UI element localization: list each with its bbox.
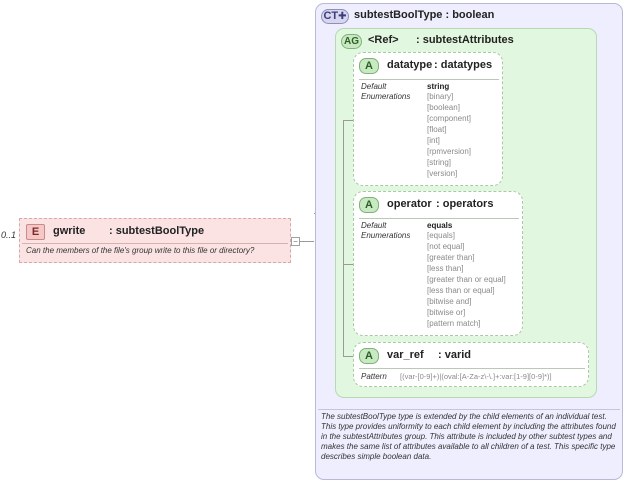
enumeration-item: [less than] xyxy=(427,264,464,273)
enumeration-item: [bitwise or] xyxy=(427,308,466,317)
attribute-badge: A xyxy=(359,58,379,74)
default-value: equals xyxy=(427,221,453,230)
enumeration-item: [string] xyxy=(427,158,452,167)
attribute-type: : datatypes xyxy=(434,59,493,71)
attribute-name: operator xyxy=(387,198,432,210)
collapse-toggle[interactable]: − xyxy=(291,237,300,246)
enumeration-list: [binary] [boolean] [component] [float] [… xyxy=(427,91,471,179)
attribute-type: : operators xyxy=(436,198,494,210)
enumeration-item: [greater than] xyxy=(427,253,475,262)
attribute-separator xyxy=(359,79,499,80)
connector-line xyxy=(300,241,314,242)
pattern-label: Pattern xyxy=(361,372,387,381)
attribute-var-ref[interactable]: A var_ref : varid Pattern [(var-[0-9]+)|… xyxy=(353,342,589,387)
enumeration-item: [not equal] xyxy=(427,242,465,251)
attribute-separator xyxy=(359,368,585,369)
enumeration-item: [less than or equal] xyxy=(427,286,495,295)
enumeration-item: [pattern match] xyxy=(427,319,481,328)
enumeration-item: [version] xyxy=(427,169,458,178)
pattern-value: [(var-[0-9]+)|(oval:[A-Za-z\-\.]+:var:[1… xyxy=(400,372,552,381)
attribute-datatype[interactable]: A datatype : datatypes Default Enumerati… xyxy=(353,52,503,186)
occurrence-label: 0..1 xyxy=(1,230,17,240)
attribute-type: : varid xyxy=(438,349,472,361)
enumeration-item: [greater than or equal] xyxy=(427,275,506,284)
complex-type-badge: CT✚ xyxy=(321,9,349,24)
element-name: gwrite xyxy=(53,225,86,237)
connector-line xyxy=(343,120,354,121)
enumeration-item: [binary] xyxy=(427,92,454,101)
enumeration-list: [equals] [not equal] [greater than] [les… xyxy=(427,230,506,329)
attribute-group-badge: AG xyxy=(341,34,362,49)
enumerations-label: Enumerations xyxy=(361,231,411,240)
attribute-name: var_ref xyxy=(387,349,424,361)
element-type: : subtestBoolType xyxy=(109,225,205,237)
default-label: Default xyxy=(361,221,387,230)
enumeration-item: [rpmversion] xyxy=(427,147,472,156)
enumeration-item: [boolean] xyxy=(427,103,460,112)
enumerations-label: Enumerations xyxy=(361,92,411,101)
complex-type-title: subtestBoolType : boolean xyxy=(354,9,495,21)
attribute-operator[interactable]: A operator : operators Default Enumerati… xyxy=(353,191,523,336)
element-separator xyxy=(22,243,288,244)
plus-icon: ✚ xyxy=(338,11,347,22)
complex-type-separator xyxy=(318,409,620,410)
element-badge: E xyxy=(26,224,45,240)
connector-line xyxy=(343,120,344,356)
connector-line xyxy=(343,356,354,357)
enumeration-item: [float] xyxy=(427,125,447,134)
element-box-gwrite[interactable]: E gwrite : subtestBoolType Can the membe… xyxy=(19,218,291,263)
attribute-badge: A xyxy=(359,348,379,364)
element-documentation: Can the members of the file's group writ… xyxy=(26,246,255,255)
default-value: string xyxy=(427,82,450,91)
enumeration-item: [bitwise and] xyxy=(427,297,472,306)
enumeration-item: [component] xyxy=(427,114,472,123)
attribute-group-ref: <Ref> xyxy=(368,34,399,46)
attribute-name: datatype xyxy=(387,59,433,71)
default-label: Default xyxy=(361,82,387,91)
complex-type-documentation: The subtestBoolType type is extended by … xyxy=(321,412,616,461)
connector-line xyxy=(343,264,354,265)
attribute-group-name: : subtestAttributes xyxy=(416,34,514,46)
attribute-badge: A xyxy=(359,197,379,213)
attribute-separator xyxy=(359,218,519,219)
enumeration-item: [int] xyxy=(427,136,440,145)
enumeration-item: [equals] xyxy=(427,231,456,240)
